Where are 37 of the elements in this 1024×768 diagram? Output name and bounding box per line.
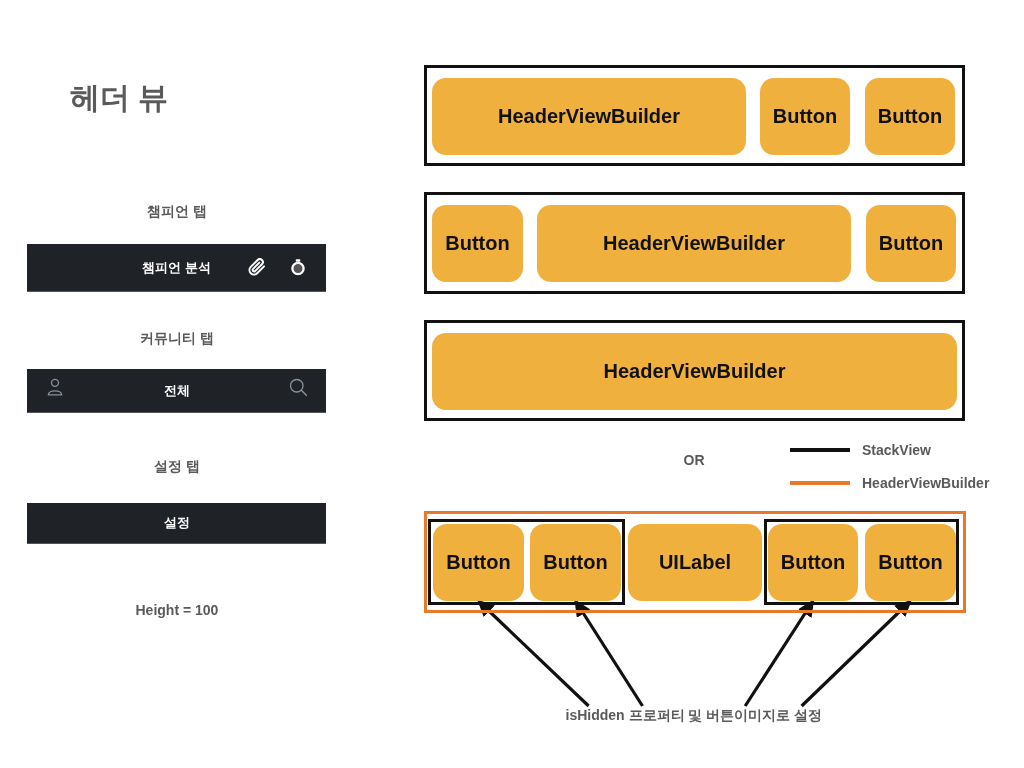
component-block: Button [768, 524, 858, 601]
stack-view-frame [424, 65, 965, 166]
note-text: OR [683, 451, 705, 469]
component-block: UILabel [628, 524, 762, 601]
stack-view-frame [424, 192, 965, 294]
component-block: Button [865, 78, 955, 155]
section-label: 설정 탭 [154, 457, 200, 475]
header-view-builder-frame [424, 511, 966, 613]
annotation-text: isHidden 프로퍼티 및 버튼이미지로 설정 [565, 706, 823, 724]
tab-header-bar [27, 369, 326, 413]
component-block: Button [530, 524, 621, 601]
component-block: Button [865, 524, 956, 601]
component-block: Button [866, 205, 956, 282]
component-block: Button [760, 78, 850, 155]
stack-view-frame [764, 519, 959, 605]
component-block: Button [433, 524, 524, 601]
section-label: 챔피언 탭 [147, 202, 207, 220]
arrow [743, 599, 815, 707]
tab-header-bar [27, 244, 326, 292]
section-label: 커뮤니티 탭 [140, 329, 214, 347]
component-block: HeaderViewBuilder [432, 333, 957, 410]
stack-view-frame [424, 320, 965, 421]
arrow [477, 599, 590, 708]
component-block: Button [432, 205, 523, 282]
stack-view-frame [428, 519, 625, 605]
legend-label: StackView [862, 441, 931, 459]
component-block: HeaderViewBuilder [432, 78, 746, 155]
tab-header-bar [27, 503, 326, 544]
bar-title: 설정 [163, 514, 190, 532]
legend-label: HeaderViewBuilder [862, 474, 990, 492]
arrow [574, 599, 644, 707]
bar-title: 챔피언 분석 [142, 258, 211, 277]
note-text: Height = 100 [135, 601, 219, 619]
component-block: HeaderViewBuilder [537, 205, 851, 282]
bar-title: 전체 [163, 381, 190, 400]
page-title: 헤더 뷰 [70, 80, 169, 116]
arrow [800, 599, 912, 708]
